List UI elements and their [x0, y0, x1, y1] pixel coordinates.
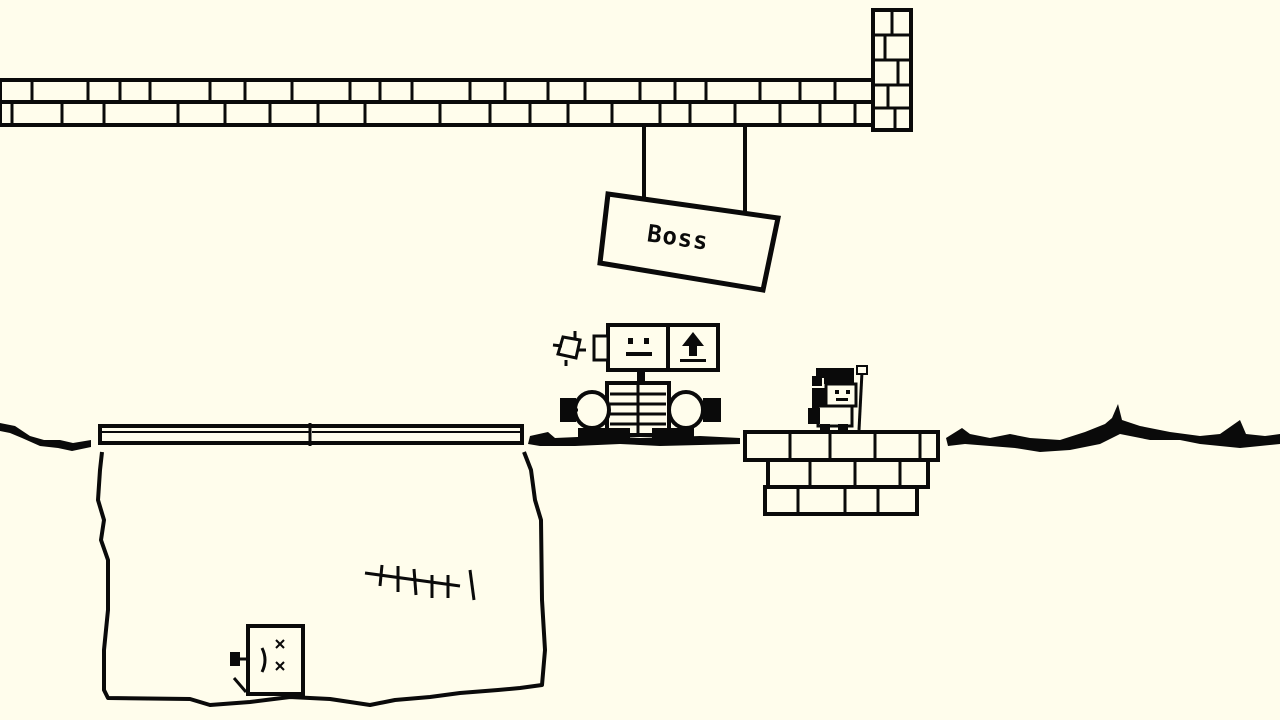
staff-icon — [856, 365, 868, 431]
cave-crate-robot[interactable] — [230, 624, 305, 696]
crate-x-marks — [275, 639, 285, 671]
tally-marks — [364, 564, 476, 601]
gear-icon — [552, 331, 586, 366]
brick-pillar — [871, 8, 913, 132]
up-arrow-icon — [680, 332, 706, 362]
wooden-bridge[interactable] — [98, 423, 524, 446]
player-hat — [812, 368, 854, 386]
boss-robot[interactable] — [552, 323, 721, 442]
underground-cave — [96, 451, 547, 707]
boss-face — [626, 338, 652, 356]
brick-platform — [743, 430, 940, 516]
brick-ceiling — [0, 78, 875, 127]
ground-left — [0, 423, 91, 451]
player-body — [808, 404, 854, 432]
ground-middle — [528, 432, 740, 446]
boss-sign: Boss — [597, 125, 781, 293]
sign-board — [597, 191, 781, 293]
player-character[interactable] — [808, 365, 868, 432]
ground-right — [946, 404, 1280, 452]
boss-body-drawers — [610, 383, 666, 435]
